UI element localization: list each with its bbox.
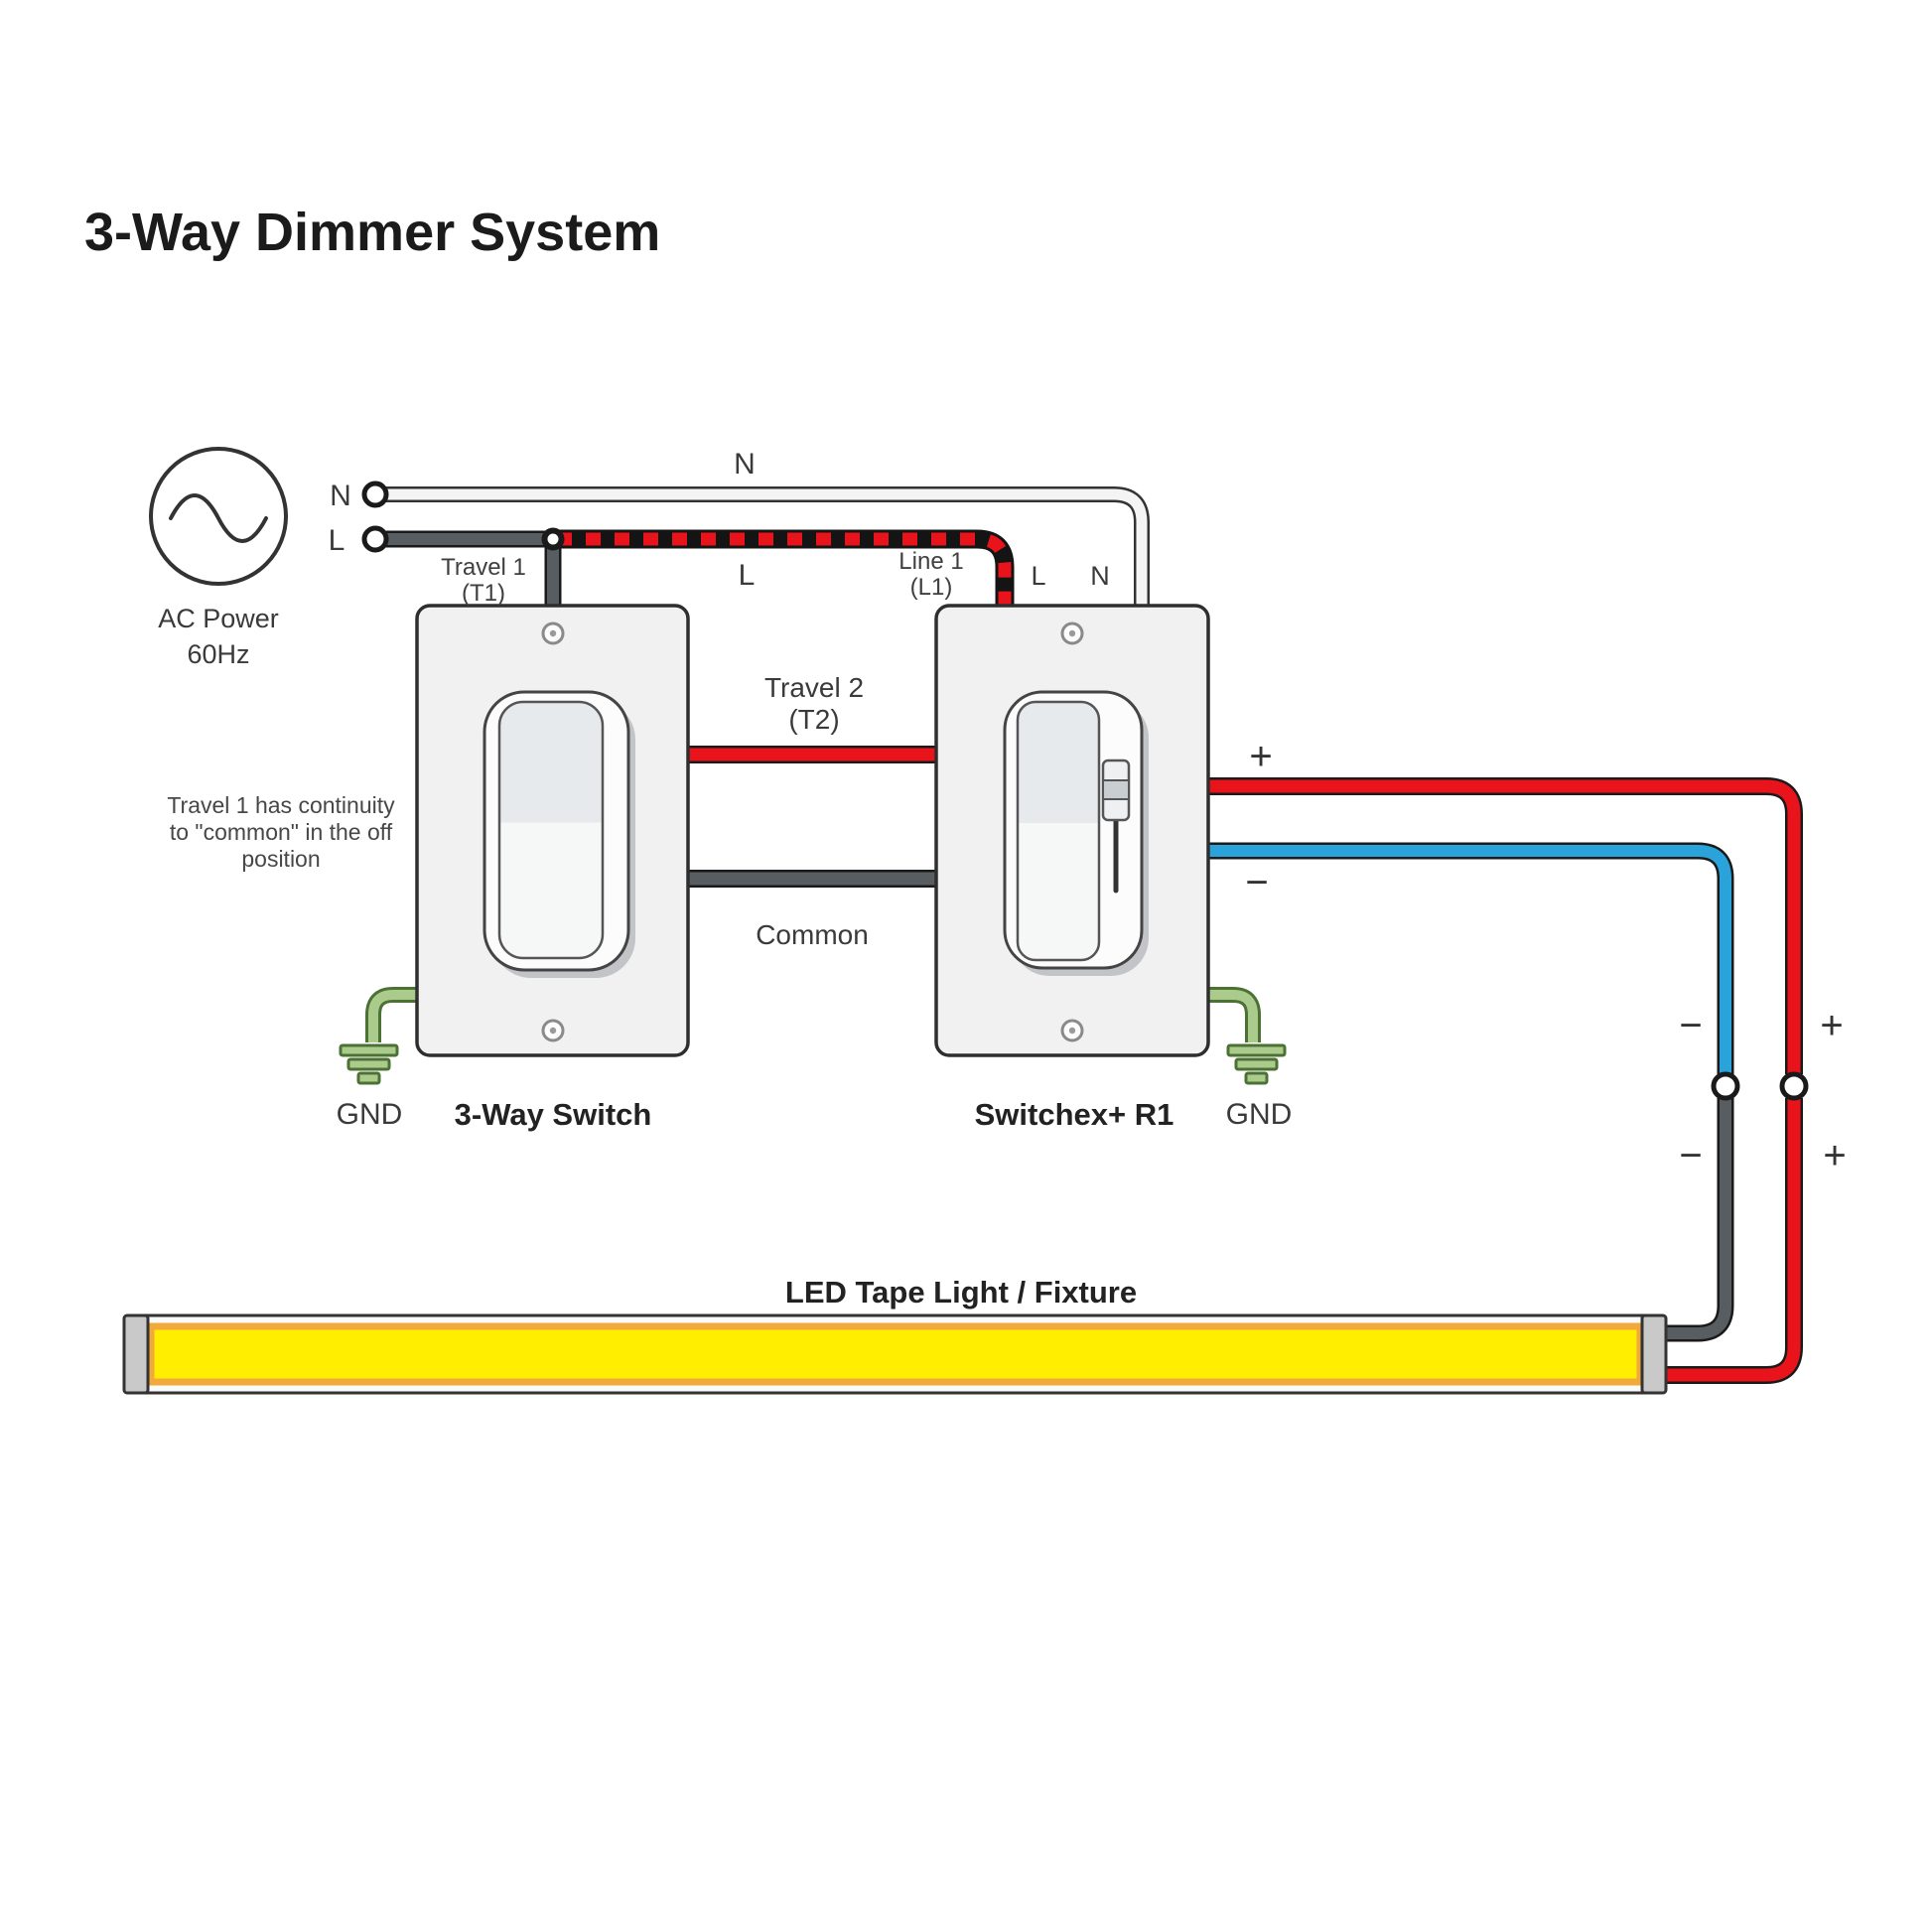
negative-connector bbox=[1711, 1071, 1740, 1101]
note-line3: position bbox=[241, 846, 320, 872]
three-way-switch-name: 3-Way Switch bbox=[455, 1097, 652, 1132]
dimmer-slider bbox=[1101, 759, 1131, 894]
run-minus-upper: − bbox=[1679, 1004, 1702, 1047]
common-label: Common bbox=[756, 919, 869, 950]
three-way-switch bbox=[415, 604, 690, 1057]
led-endcap-right bbox=[1640, 1313, 1668, 1395]
ground-wire-left bbox=[365, 987, 421, 1042]
gnd-right-label: GND bbox=[1226, 1098, 1293, 1131]
positive-connector bbox=[1779, 1071, 1809, 1101]
ground-icon-left bbox=[339, 1043, 399, 1085]
page-title: 3-Way Dimmer System bbox=[84, 203, 660, 262]
fixture-label: LED Tape Light / Fixture bbox=[785, 1275, 1137, 1310]
travel1-ref-label: (T1) bbox=[462, 580, 505, 607]
note-line2: to "common" in the off bbox=[170, 819, 393, 845]
neutral-wire-label: N bbox=[734, 448, 756, 481]
run-minus-lower: − bbox=[1679, 1134, 1702, 1177]
source-terminal-n bbox=[361, 481, 389, 508]
screw-dot bbox=[549, 629, 557, 637]
ac-source-name: AC Power bbox=[158, 604, 279, 633]
screw-dot bbox=[1068, 1027, 1076, 1035]
screw-dot bbox=[1068, 629, 1076, 637]
source-l-label: L bbox=[329, 524, 345, 557]
travel1-label: Travel 1 bbox=[441, 554, 526, 581]
dim-positive-wire bbox=[1208, 777, 1803, 1384]
line-junction-node bbox=[541, 527, 565, 551]
output-minus-label: − bbox=[1245, 861, 1268, 904]
source-terminal-l bbox=[361, 525, 389, 553]
led-endcap-left bbox=[122, 1313, 150, 1395]
line1-label: Line 1 bbox=[898, 548, 963, 575]
switchex-name: Switchex+ R1 bbox=[975, 1097, 1174, 1132]
rocker-paddle bbox=[1016, 700, 1101, 962]
ground-wire-right bbox=[1204, 987, 1261, 1042]
switchex-n-terminal-label: N bbox=[1090, 561, 1110, 591]
line1-striped-wire bbox=[553, 529, 1015, 610]
line-wire-label: L bbox=[739, 559, 756, 592]
screw-dot bbox=[549, 1027, 557, 1035]
dimmer-slider-knob-mid bbox=[1105, 780, 1127, 799]
travel2-ref-label: (T2) bbox=[788, 704, 839, 735]
ac-source bbox=[149, 447, 288, 586]
output-plus-label: + bbox=[1249, 735, 1272, 778]
fixture-negative-wire bbox=[1654, 1098, 1734, 1342]
switchex-l-terminal-label: L bbox=[1031, 561, 1045, 591]
rocker-paddle bbox=[497, 700, 605, 960]
note-line1: Travel 1 has continuity bbox=[167, 792, 395, 818]
travel2-label: Travel 2 bbox=[764, 672, 864, 703]
ac-sine-icon bbox=[169, 493, 268, 543]
run-plus-upper: + bbox=[1820, 1004, 1843, 1047]
neutral-wire bbox=[380, 486, 1150, 610]
led-fixture bbox=[122, 1313, 1668, 1395]
line1-ref-label: (L1) bbox=[910, 574, 953, 601]
switchex-dimmer bbox=[934, 604, 1210, 1057]
gnd-left-label: GND bbox=[337, 1098, 403, 1131]
run-plus-lower: + bbox=[1823, 1134, 1846, 1177]
ac-source-frequency: 60Hz bbox=[187, 639, 249, 669]
dim-negative-wire bbox=[1208, 842, 1734, 1074]
ground-icon-right bbox=[1226, 1043, 1287, 1085]
led-strip bbox=[147, 1322, 1644, 1386]
source-n-label: N bbox=[330, 480, 351, 512]
